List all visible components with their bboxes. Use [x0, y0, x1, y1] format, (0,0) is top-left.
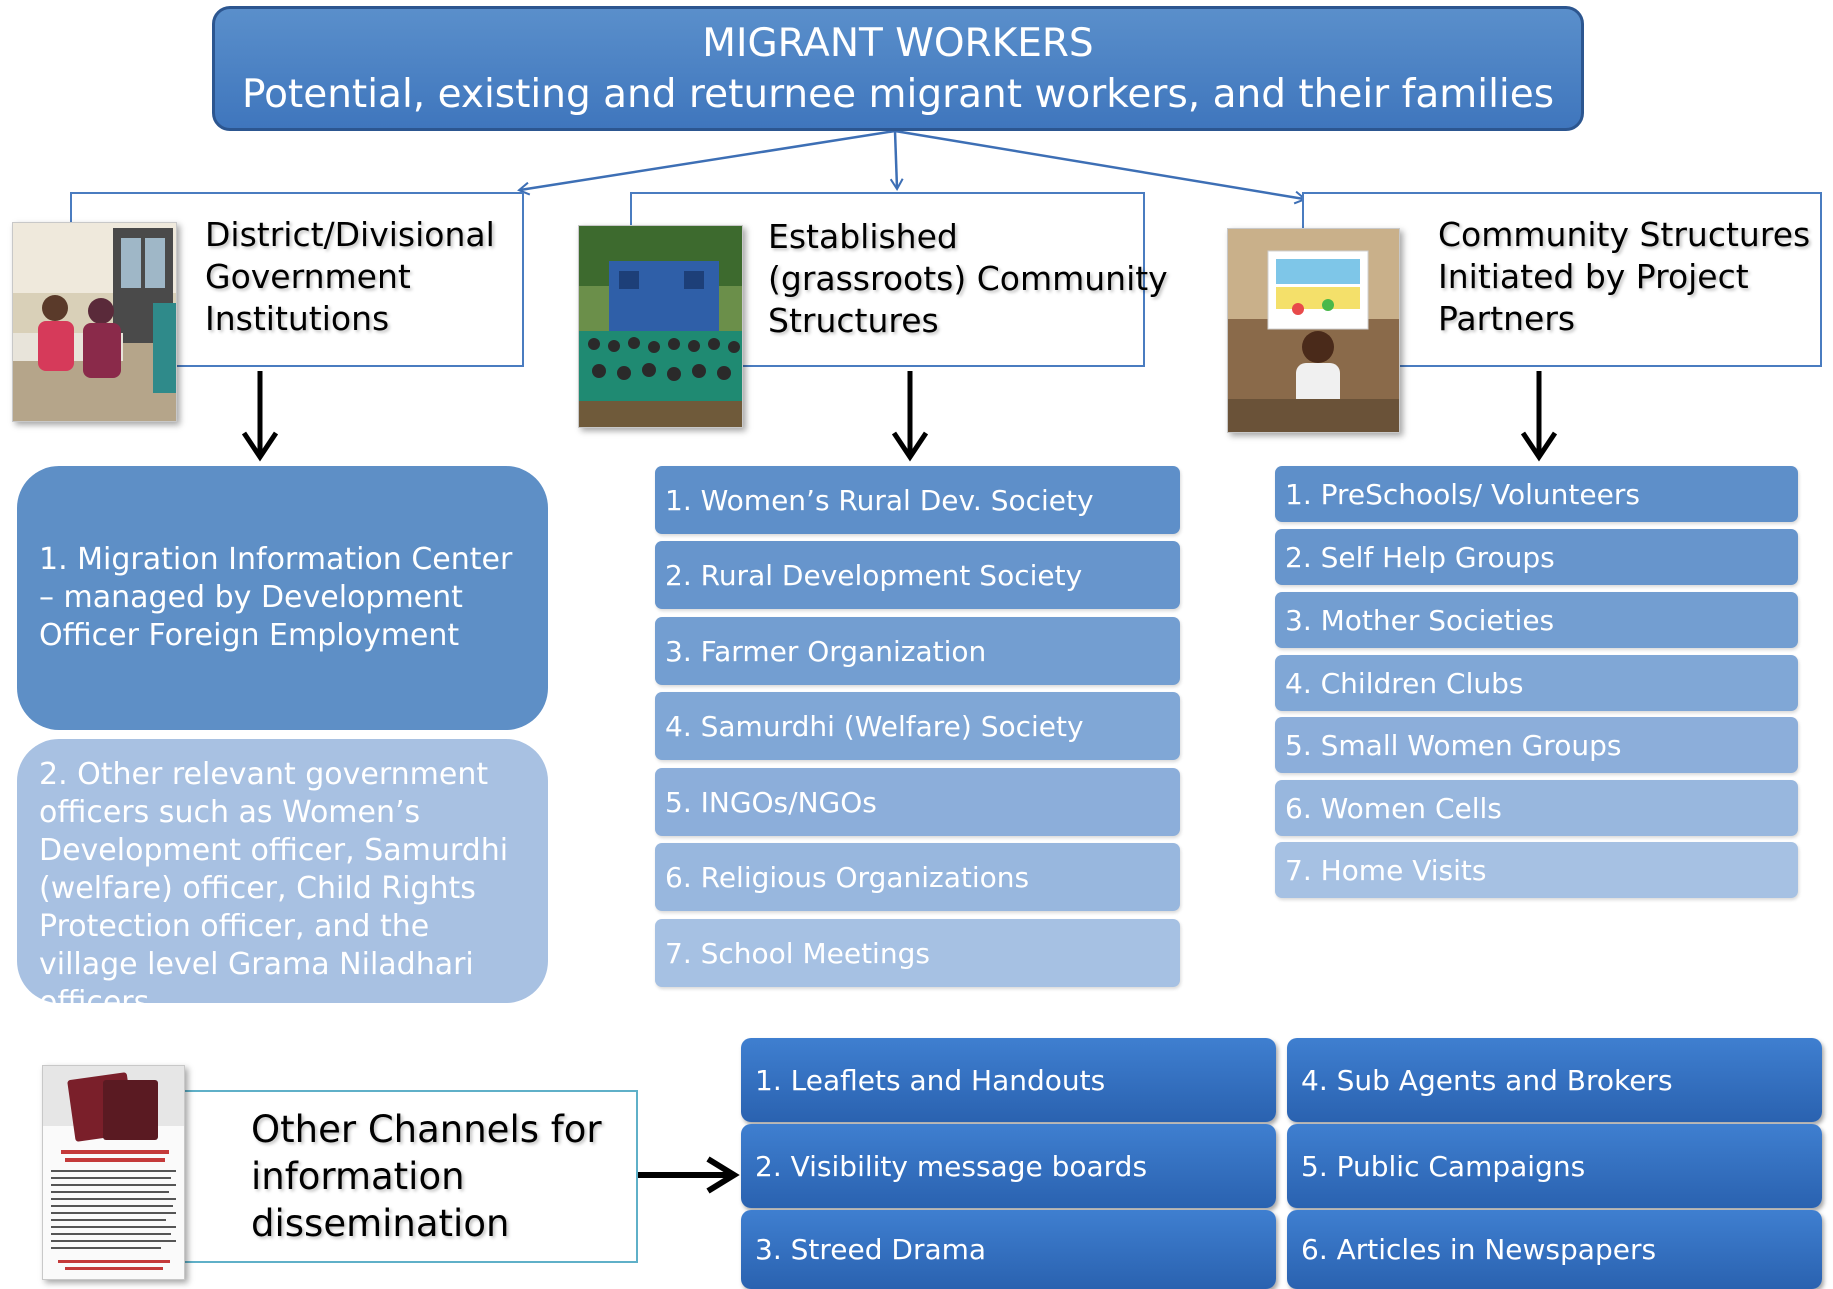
title-line: Established: [768, 217, 958, 256]
title-line: Structures: [768, 301, 939, 340]
grassroots-item-5: 5. INGOs/NGOs: [655, 768, 1180, 836]
channel-item-4: 4. Sub Agents and Brokers: [1287, 1038, 1822, 1122]
right-arrow-icon: [638, 1156, 740, 1194]
government-item-2: 2. Other relevant government officers su…: [17, 739, 548, 1020]
title-line: Initiated by Project: [1438, 257, 1749, 296]
title-line: dissemination: [251, 1202, 510, 1245]
title-line: Institutions: [205, 299, 390, 338]
project-item-1: 1. PreSchools/ Volunteers: [1275, 466, 1798, 522]
channel-item-1: 1. Leaflets and Handouts: [741, 1038, 1276, 1122]
grassroots-item-4: 4. Samurdhi (Welfare) Society: [655, 692, 1180, 760]
government-item-1: 1. Migration Information Center – manage…: [17, 466, 548, 730]
channel-item-3: 3. Streed Drama: [741, 1210, 1276, 1289]
title-line: District/Divisional: [205, 215, 495, 254]
grassroots-item-1: 1. Women’s Rural Dev. Society: [655, 466, 1180, 534]
connector-to-government: [517, 129, 896, 196]
category-government-title: District/Divisional Government Instituti…: [205, 214, 495, 340]
project-item-7: 7. Home Visits: [1275, 842, 1798, 898]
grassroots-item-6: 6. Religious Organizations: [655, 843, 1180, 911]
leaflet-photo: [42, 1065, 185, 1280]
down-arrow-icon: [1520, 371, 1558, 462]
project-item-4: 4. Children Clubs: [1275, 655, 1798, 711]
grassroots-item-2: 2. Rural Development Society: [655, 541, 1180, 609]
government-item-2-text: 2. Other relevant government officers su…: [39, 757, 509, 1020]
channel-item-2: 2. Visibility message boards: [741, 1124, 1276, 1208]
grassroots-item-7: 7. School Meetings: [655, 919, 1180, 987]
header-subtitle: Potential, existing and returnee migrant…: [241, 72, 1555, 117]
title-line: (grassroots) Community: [768, 259, 1168, 298]
grassroots-item-3: 3. Farmer Organization: [655, 617, 1180, 685]
project-item-5: 5. Small Women Groups: [1275, 717, 1798, 773]
category-grassroots-title: Established (grassroots) Community Struc…: [768, 216, 1168, 342]
category-channels-title: Other Channels for information dissemina…: [251, 1106, 602, 1247]
connector-to-grassroots: [889, 130, 904, 191]
down-arrow-icon: [891, 371, 929, 462]
title-line: Community Structures: [1438, 215, 1811, 254]
title-line: information: [251, 1155, 465, 1198]
title-line: Partners: [1438, 299, 1576, 338]
category-project-title: Community Structures Initiated by Projec…: [1438, 214, 1810, 340]
title-line: Government: [205, 257, 411, 296]
channel-item-6: 6. Articles in Newspapers: [1287, 1210, 1822, 1289]
down-arrow-icon: [241, 371, 279, 462]
channel-item-5: 5. Public Campaigns: [1287, 1124, 1822, 1208]
project-item-3: 3. Mother Societies: [1275, 592, 1798, 648]
migrant-workers-header: MIGRANT WORKERS Potential, existing and …: [212, 6, 1584, 131]
gathering-photo: [578, 225, 743, 428]
meeting-photo: [12, 222, 177, 422]
project-item-2: 2. Self Help Groups: [1275, 529, 1798, 585]
title-line: Other Channels for: [251, 1108, 602, 1151]
header-title: MIGRANT WORKERS: [702, 21, 1094, 66]
connector-to-project: [894, 129, 1307, 205]
government-item-1-text: 1. Migration Information Center – manage…: [39, 542, 513, 653]
category-channels: [183, 1090, 638, 1263]
project-item-6: 6. Women Cells: [1275, 780, 1798, 836]
child-drawing-photo: [1227, 228, 1400, 433]
